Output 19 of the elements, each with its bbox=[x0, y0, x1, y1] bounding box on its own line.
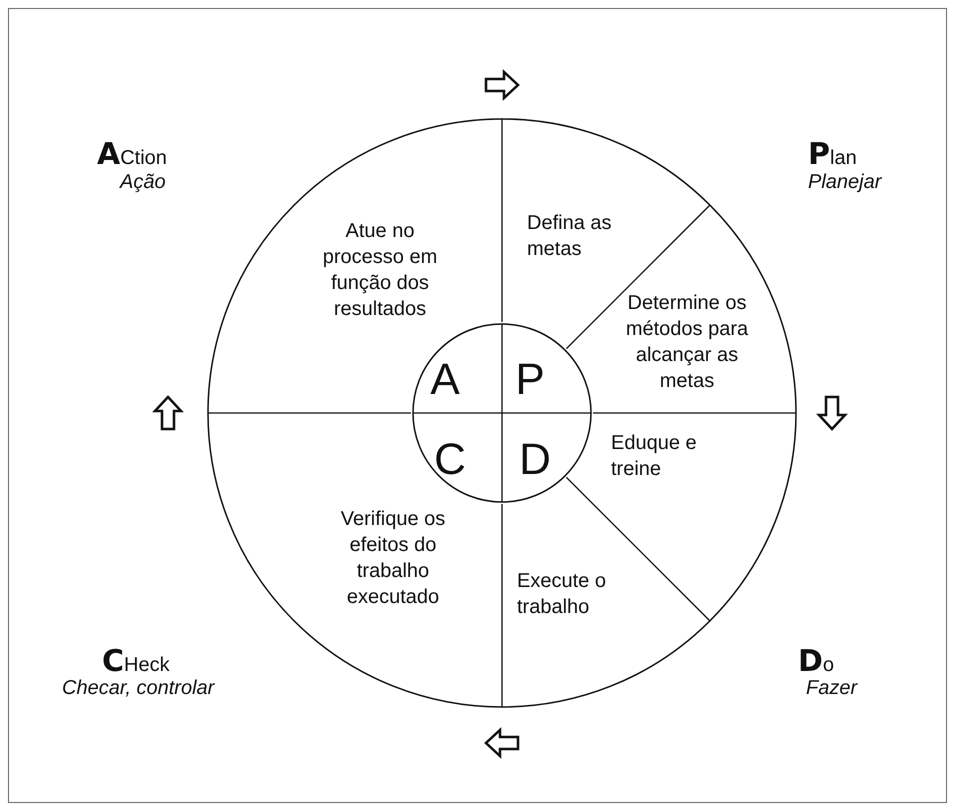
phase-name: ACtion bbox=[97, 143, 167, 170]
phase-name: Do bbox=[798, 650, 834, 677]
phase-translation: Ação bbox=[120, 170, 166, 194]
phase-translation: Checar, controlar bbox=[62, 676, 214, 700]
phase-translation: Fazer bbox=[806, 676, 858, 700]
phase-translation: Planejar bbox=[808, 170, 882, 194]
phase-letter: P bbox=[505, 355, 555, 405]
step-text: Execute o trabalho bbox=[517, 568, 622, 620]
step-text: Verifique os efeitos do trabalho executado bbox=[328, 506, 458, 610]
phase-letter: D bbox=[510, 435, 560, 485]
phase-letter: A bbox=[420, 355, 470, 405]
step-text: Determine os métodos para alcançar as metas bbox=[612, 290, 762, 394]
step-text: Atue no processo em função dos resultados bbox=[310, 218, 450, 322]
phase-letter: C bbox=[425, 435, 475, 485]
phase-name: Plan bbox=[808, 143, 857, 170]
step-text: Defina as metas bbox=[527, 210, 667, 262]
phase-name: CHeck bbox=[102, 650, 170, 677]
step-text: Eduque e treine bbox=[611, 430, 711, 482]
center-circle bbox=[412, 323, 592, 503]
